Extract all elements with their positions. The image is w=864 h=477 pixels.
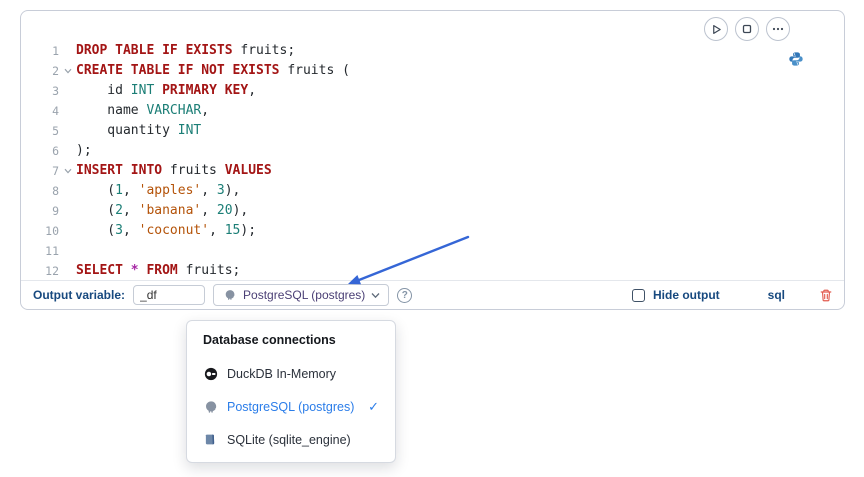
fold-gutter — [59, 141, 76, 161]
code-line[interactable]: 9 (2, 'banana', 20), — [33, 201, 832, 221]
help-icon[interactable]: ? — [397, 287, 413, 303]
python-kernel-icon — [788, 51, 804, 72]
line-number: 7 — [52, 164, 59, 178]
fold-gutter — [59, 261, 76, 281]
code-text: ); — [76, 143, 92, 158]
line-number: 11 — [45, 244, 59, 258]
line-number: 3 — [52, 84, 59, 98]
fold-gutter — [59, 41, 76, 61]
code-text: quantity INT — [76, 123, 202, 138]
sqlite-icon — [203, 433, 218, 446]
connection-menu-title: Database connections — [203, 333, 336, 347]
menu-item[interactable]: SQLite (sqlite_engine) — [187, 423, 395, 456]
code-text: INSERT INTO fruits VALUES — [76, 163, 272, 178]
cell-toolbar — [704, 17, 790, 41]
code-text: (2, 'banana', 20), — [76, 203, 249, 218]
line-number: 8 — [52, 184, 59, 198]
code-text: SELECT * FROM fruits; — [76, 263, 241, 278]
code-line[interactable]: 6); — [33, 141, 832, 161]
code-text: (3, 'coconut', 15); — [76, 223, 257, 238]
play-icon — [711, 24, 722, 35]
run-cell-button[interactable] — [704, 17, 728, 41]
line-number: 5 — [52, 124, 59, 138]
duckdb-icon — [203, 367, 218, 381]
ellipsis-icon — [772, 27, 784, 31]
hide-output-checkbox[interactable] — [632, 288, 645, 302]
trash-icon — [819, 288, 833, 303]
code-line[interactable]: 1 DROP TABLE IF EXISTS fruits; — [33, 41, 832, 61]
code-text: DROP TABLE IF EXISTS fruits; — [76, 43, 296, 58]
code-text: id INT PRIMARY KEY, — [76, 83, 257, 98]
code-text: (1, 'apples', 3), — [76, 183, 241, 198]
line-number: 4 — [52, 104, 59, 118]
postgres-elephant-icon — [222, 289, 237, 301]
code-line[interactable]: 11 — [33, 241, 832, 261]
line-number: 6 — [52, 144, 59, 158]
code-line[interactable]: 2 CREATE TABLE IF NOT EXISTS fruits ( — [33, 61, 832, 81]
code-text: name VARCHAR, — [76, 103, 210, 118]
menu-item[interactable]: DuckDB In-Memory — [187, 357, 395, 390]
menu-item[interactable]: PostgreSQL (postgres) ✓ — [187, 390, 395, 423]
code-line[interactable]: 8 (1, 'apples', 3), — [33, 181, 832, 201]
menu-item-label: PostgreSQL (postgres) — [227, 399, 355, 414]
fold-gutter — [59, 181, 76, 201]
more-actions-button[interactable] — [766, 17, 790, 41]
output-variable-input[interactable] — [133, 285, 206, 305]
sql-editor[interactable]: 1 DROP TABLE IF EXISTS fruits; 2 CREATE TAB… — [33, 41, 832, 281]
hide-output-label: Hide output — [653, 288, 720, 302]
fold-chevron-icon[interactable] — [59, 161, 76, 181]
language-badge[interactable]: sql — [767, 288, 785, 302]
stop-icon — [742, 24, 752, 34]
delete-cell-button[interactable] — [819, 288, 833, 303]
connection-label: PostgreSQL (postgres) — [243, 288, 366, 302]
code-line[interactable]: 12 SELECT * FROM fruits; — [33, 261, 832, 281]
fold-gutter — [59, 81, 76, 101]
stop-cell-button[interactable] — [735, 17, 759, 41]
fold-gutter — [59, 221, 76, 241]
code-line[interactable]: 3 id INT PRIMARY KEY, — [33, 81, 832, 101]
cell-footer: Output variable: PostgreSQL (postgres) ?… — [21, 280, 844, 309]
postgres-icon — [203, 400, 218, 414]
connection-dropdown[interactable]: PostgreSQL (postgres) — [213, 284, 390, 306]
fold-chevron-icon[interactable] — [59, 61, 76, 81]
code-lines: 1 DROP TABLE IF EXISTS fruits; 2 CREATE TAB… — [33, 41, 832, 281]
menu-item-label: DuckDB In-Memory — [227, 366, 337, 381]
line-number: 10 — [45, 224, 59, 238]
code-text: CREATE TABLE IF NOT EXISTS fruits ( — [76, 63, 350, 78]
line-number: 2 — [52, 64, 59, 78]
menu-item-label: SQLite (sqlite_engine) — [227, 432, 351, 447]
line-number: 12 — [45, 264, 59, 278]
output-variable-label: Output variable: — [33, 288, 126, 302]
chevron-down-icon — [371, 292, 380, 299]
code-line[interactable]: 4 name VARCHAR, — [33, 101, 832, 121]
code-line[interactable]: 7 INSERT INTO fruits VALUES — [33, 161, 832, 181]
fold-gutter — [59, 201, 76, 221]
sql-cell: 1 DROP TABLE IF EXISTS fruits; 2 CREATE TAB… — [20, 10, 845, 310]
code-line[interactable]: 5 quantity INT — [33, 121, 832, 141]
line-number: 1 — [52, 44, 59, 58]
code-line[interactable]: 10 (3, 'coconut', 15); — [33, 221, 832, 241]
fold-gutter — [59, 101, 76, 121]
checkmark-icon: ✓ — [368, 398, 379, 414]
fold-gutter — [59, 241, 76, 261]
fold-gutter — [59, 121, 76, 141]
line-number: 9 — [52, 204, 59, 218]
